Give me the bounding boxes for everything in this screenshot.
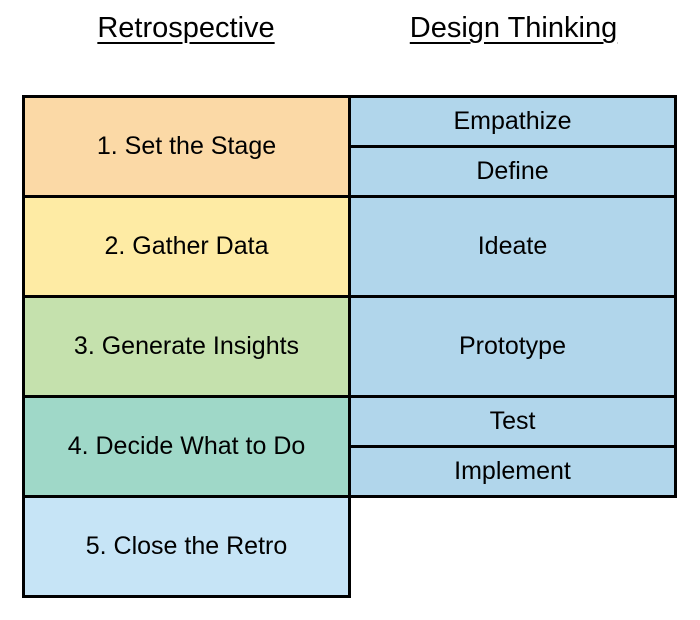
empty-cell: [351, 498, 677, 598]
retro-step-4-decide-what-to-do: 4. Decide What to Do: [25, 398, 348, 495]
retrospective-column-header: Retrospective: [97, 12, 275, 44]
retro-step-1-set-the-stage: 1. Set the Stage: [25, 98, 348, 195]
design-phase-test: Test: [351, 398, 674, 445]
comparison-table: 1. Set the Stage Empathize Define 2. Gat…: [22, 95, 677, 598]
design-phase-implement: Implement: [351, 448, 674, 495]
retro-step-5-close-the-retro: 5. Close the Retro: [25, 498, 348, 595]
retro-step-2-gather-data: 2. Gather Data: [25, 198, 348, 295]
design-thinking-column-header: Design Thinking: [409, 12, 618, 44]
design-phase-define: Define: [351, 148, 674, 195]
retro-step-3-generate-insights: 3. Generate Insights: [25, 298, 348, 395]
design-phase-empathize: Empathize: [351, 98, 674, 145]
design-phase-prototype: Prototype: [351, 298, 674, 395]
design-phase-ideate: Ideate: [351, 198, 674, 295]
